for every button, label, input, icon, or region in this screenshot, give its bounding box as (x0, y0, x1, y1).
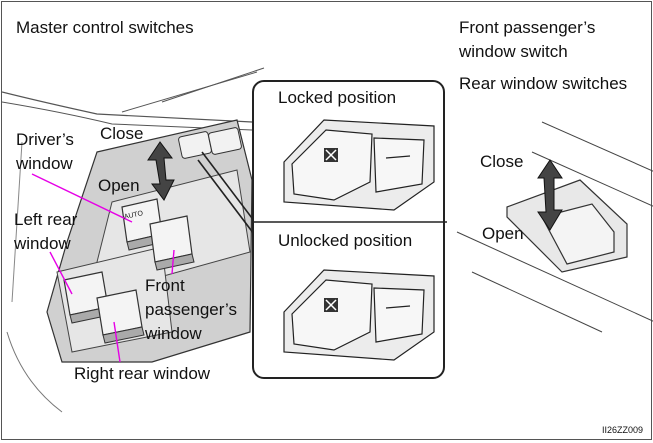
front-passenger-switch-label-line1: Front passenger’s (459, 18, 596, 37)
lock-switch (178, 127, 242, 159)
rear-window-switch-drawing (456, 121, 653, 333)
close-label-left: Close (100, 124, 144, 143)
front-passenger-window-label-line1: Front (145, 276, 185, 295)
right-rear-window-label: Right rear window (74, 364, 211, 383)
locked-switch-drawing (283, 119, 435, 211)
master-control-title: Master control switches (16, 18, 194, 37)
close-label-right: Close (480, 152, 524, 171)
lock-symbol-icon (324, 148, 338, 162)
lock-position-inset (252, 80, 447, 379)
front-passenger-window-label-line2: passenger’s (145, 300, 237, 319)
callout-lines (31, 173, 175, 363)
driver-window-label-line2: window (16, 154, 73, 173)
up-down-arrow-icon (147, 141, 175, 201)
right-rear-window-switch (96, 289, 145, 344)
open-label-left: Open (98, 176, 140, 195)
front-passenger-switch-label-line2: window switch (459, 42, 568, 61)
left-rear-window-label-line2: window (14, 234, 71, 253)
lock-switch-closeup (254, 119, 447, 361)
rear-window-switches-label: Rear window switches (459, 74, 628, 93)
front-passenger-window-label-line3: window (145, 324, 202, 343)
lock-symbol-icon (324, 298, 338, 312)
unlocked-switch-drawing (283, 269, 435, 361)
up-down-arrow-icon (537, 159, 563, 231)
unlocked-position-label: Unlocked position (278, 231, 413, 250)
figure-code: II26ZZ009 (601, 425, 643, 435)
front-passenger-window-switch-master (149, 215, 195, 271)
left-rear-window-label-line1: Left rear (14, 210, 78, 229)
locked-position-label: Locked position (278, 88, 397, 107)
open-label-right: Open (482, 224, 524, 243)
driver-window-label-line1: Driver’s (16, 130, 74, 149)
